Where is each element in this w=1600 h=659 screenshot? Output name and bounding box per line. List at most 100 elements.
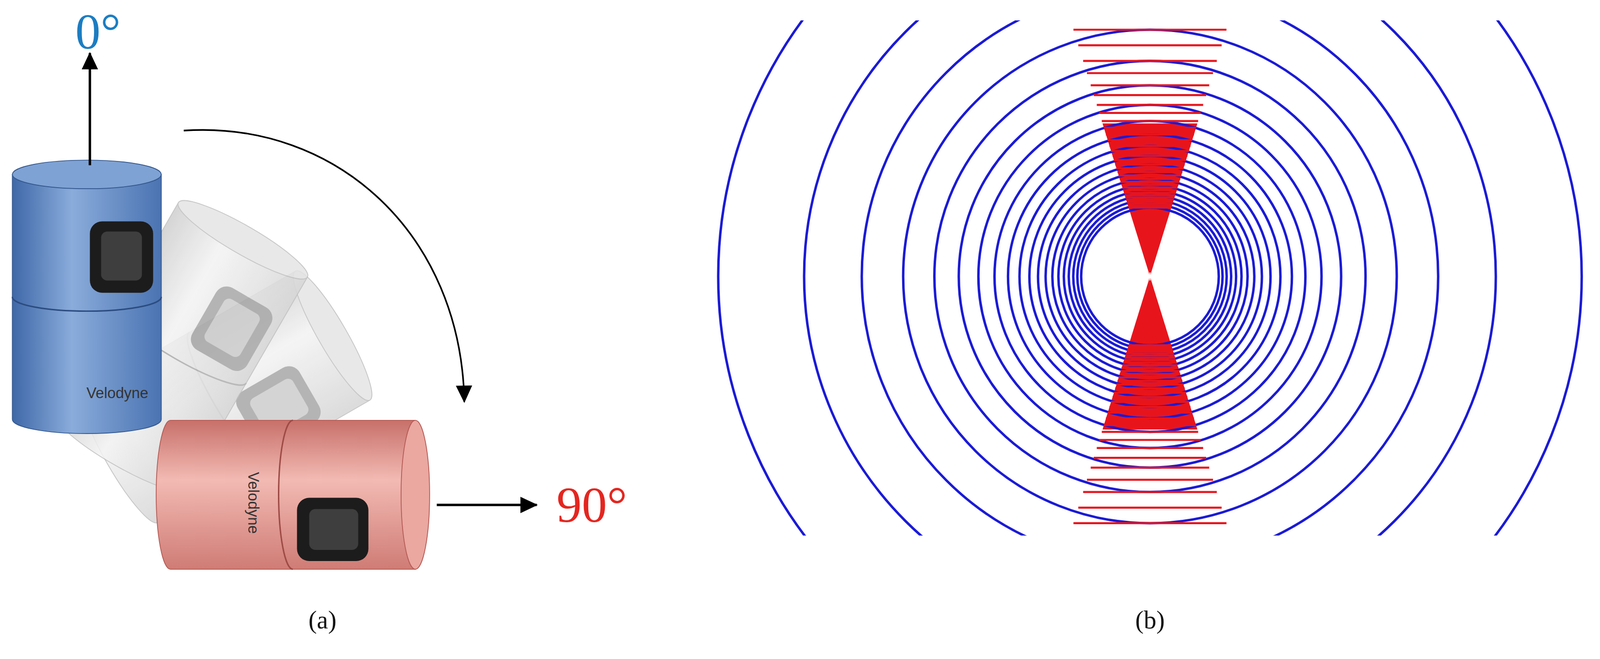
scan-ring <box>1007 134 1292 419</box>
sensor-seam <box>278 420 293 570</box>
scan-line <box>1103 126 1196 129</box>
scan-line <box>1122 186 1178 189</box>
scan-line <box>1122 364 1178 367</box>
sensor-cap <box>12 160 162 189</box>
sensor-window-inner <box>202 296 262 360</box>
scan-ring <box>718 20 1582 536</box>
scan-line <box>1126 350 1173 353</box>
scan-line <box>1096 447 1203 450</box>
scan-line <box>1099 112 1201 114</box>
scan-line <box>1124 356 1176 359</box>
scan-ring <box>1068 195 1232 358</box>
scan-line <box>1114 159 1187 162</box>
direction-arrow <box>436 503 537 507</box>
scan-ring <box>1077 203 1223 349</box>
scan-ring <box>1052 178 1248 375</box>
sensor-window-inner <box>100 231 142 281</box>
scan-ring <box>958 85 1342 468</box>
scan-line <box>1120 180 1180 183</box>
scan-line <box>1118 174 1182 177</box>
scan-line <box>1093 456 1207 459</box>
scan-line <box>1119 177 1181 180</box>
scan-ring <box>861 20 1439 536</box>
scan-ring <box>804 20 1496 536</box>
scan-line <box>1086 478 1213 481</box>
scan-line <box>1096 103 1203 106</box>
brand-label: Velodyne <box>86 385 149 401</box>
sensor-body <box>12 174 162 434</box>
scan-line <box>1119 372 1181 375</box>
scan-line <box>1101 431 1199 434</box>
scan-line <box>1127 202 1173 205</box>
scan-ring <box>903 29 1397 524</box>
scan-line <box>1115 387 1185 390</box>
scan-line <box>1128 346 1172 349</box>
scan-line <box>1105 133 1194 136</box>
scan-line <box>1128 344 1172 347</box>
scan-line <box>1073 28 1227 31</box>
sensor-window <box>186 281 277 376</box>
scan-line <box>1103 424 1196 427</box>
scan-ring <box>1058 184 1242 369</box>
scan-line <box>1117 379 1182 382</box>
scan-wedge <box>1102 123 1198 277</box>
scan-line <box>1120 370 1180 372</box>
scan-wedge <box>1102 276 1198 430</box>
angle-label: 0° <box>75 6 121 57</box>
scan-line <box>1128 206 1172 209</box>
scan-line <box>1126 352 1174 355</box>
scan-line <box>1111 401 1189 404</box>
angle-label: 90° <box>556 479 628 531</box>
scan-ring <box>994 121 1306 433</box>
panel-label: (b) <box>1135 607 1165 633</box>
scan-line <box>1127 348 1173 351</box>
brand-label: Velodyne <box>245 471 261 534</box>
scan-line <box>1126 198 1174 201</box>
sensor-window <box>89 221 153 293</box>
scan-line <box>1078 506 1222 509</box>
scan-line <box>1105 417 1194 420</box>
scan-ring <box>1029 156 1271 398</box>
scan-ring <box>1073 199 1227 354</box>
scan-line <box>1078 44 1222 47</box>
scan-line <box>1123 189 1177 192</box>
scan-line <box>1093 94 1207 97</box>
direction-arrow <box>88 52 92 165</box>
scan-line <box>1090 84 1210 87</box>
scan-line <box>1107 411 1193 414</box>
sensor-seam <box>12 296 162 311</box>
sensor-cap <box>401 420 430 570</box>
scan-line <box>1111 149 1189 152</box>
scan-line <box>1101 119 1199 122</box>
scan-line <box>1112 396 1188 399</box>
panel-b <box>718 20 1582 536</box>
scan-line <box>1086 72 1213 75</box>
scan-line <box>1082 60 1217 63</box>
scan-line <box>1107 139 1193 142</box>
scan-line <box>1114 391 1187 394</box>
scan-line <box>1112 154 1188 157</box>
scan-line <box>1109 145 1191 147</box>
scan-line <box>1118 376 1182 379</box>
scan-ring <box>1045 172 1255 381</box>
scan-line <box>1109 405 1191 408</box>
scan-line <box>1121 367 1179 370</box>
scan-line <box>1116 383 1184 386</box>
panel-label: (a) <box>308 607 337 633</box>
scan-line <box>1115 163 1185 166</box>
scan-ring <box>1019 145 1281 407</box>
panel-a <box>12 52 537 569</box>
scan-ring <box>1081 207 1219 346</box>
scan-line <box>1124 194 1176 197</box>
scan-line <box>1126 200 1173 203</box>
center-mark <box>1146 272 1155 281</box>
scan-line <box>1124 191 1177 194</box>
scan-line <box>1121 183 1179 186</box>
sensor-window-inner <box>309 509 359 550</box>
scan-line <box>1116 167 1184 170</box>
sensor-window <box>296 498 369 562</box>
scan-line <box>1125 196 1175 199</box>
